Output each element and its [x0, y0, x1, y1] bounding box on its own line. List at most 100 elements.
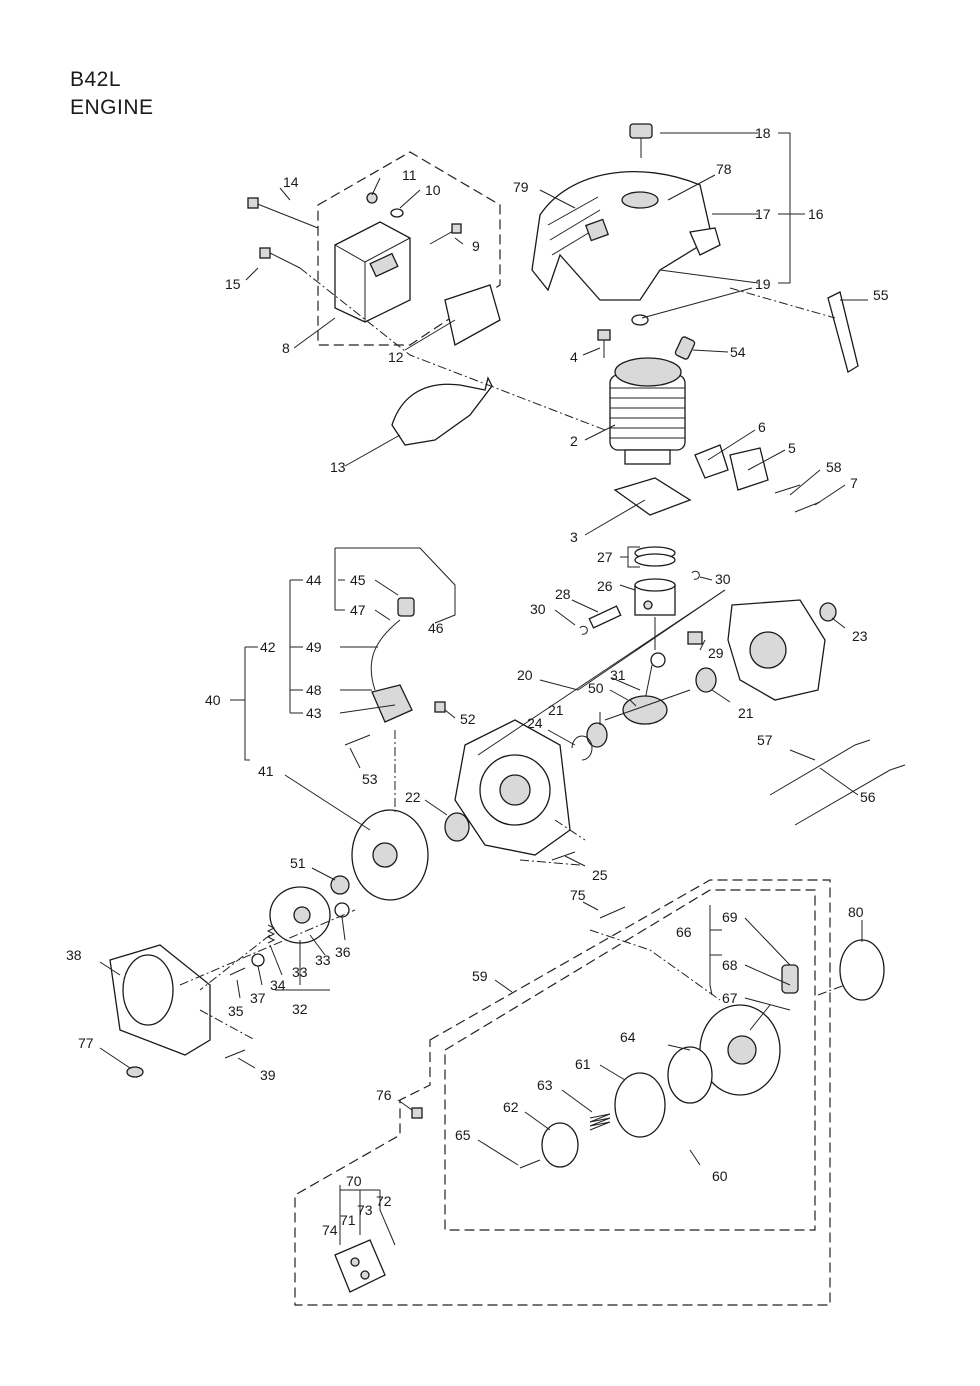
callout-65: 65	[455, 1127, 471, 1143]
needle-bearing-part	[687, 631, 703, 645]
callout-31: 31	[610, 667, 626, 683]
callout-75: 75	[570, 887, 586, 903]
callout-43: 43	[306, 705, 322, 721]
callout-8: 8	[282, 340, 290, 356]
callout-52: 52	[460, 711, 476, 727]
callout-28: 28	[555, 586, 571, 602]
muffler-bolts-part	[247, 192, 462, 269]
recoil-starter-box	[444, 889, 816, 1231]
callout-57: 57	[757, 732, 773, 748]
coil-bolt-part	[344, 734, 371, 746]
starter-handle-part	[781, 964, 799, 994]
callout-46: 46	[428, 620, 444, 636]
callout-27: 27	[597, 549, 613, 565]
spark-plug-part	[674, 336, 696, 360]
diagram-model-title: B42L	[70, 68, 122, 91]
piston-pin-part	[588, 605, 622, 629]
callout-32: 32	[292, 1001, 308, 1017]
diagram-section-title: ENGINE	[70, 96, 154, 119]
callout-51: 51	[290, 855, 306, 871]
stop-wire-part	[769, 739, 871, 796]
callout-12: 12	[388, 349, 404, 365]
callout-16: 16	[808, 206, 824, 222]
callout-9: 9	[472, 238, 480, 254]
callout-21a: 21	[548, 702, 564, 718]
nut-part	[411, 1107, 423, 1119]
crankcase-right-part	[727, 599, 826, 701]
ground-wire-part	[794, 764, 906, 826]
clutch-bolt-part	[229, 967, 246, 976]
callout-6: 6	[758, 419, 766, 435]
callout-53: 53	[362, 771, 378, 787]
callout-80: 80	[848, 904, 864, 920]
callout-76: 76	[376, 1087, 392, 1103]
callout-18: 18	[755, 125, 771, 141]
callout-67: 67	[722, 990, 738, 1006]
callout-33b: 33	[315, 952, 331, 968]
callout-24: 24	[527, 715, 543, 731]
callout-66: 66	[676, 924, 692, 940]
muffler-gasket-part	[444, 284, 501, 346]
callout-45: 45	[350, 572, 366, 588]
callout-42: 42	[260, 639, 276, 655]
callout-35: 35	[228, 1003, 244, 1019]
bracket-part	[827, 291, 859, 373]
callout-68: 68	[722, 957, 738, 973]
callout-64: 64	[620, 1029, 636, 1045]
piston-clip-part-2	[691, 570, 700, 580]
callout-47: 47	[350, 602, 366, 618]
piston-part	[634, 578, 676, 616]
cylinder-part	[609, 357, 686, 465]
callout-33a: 33	[292, 964, 308, 980]
oil-seal-part	[444, 812, 470, 842]
crankcase-left-part	[454, 719, 571, 856]
clutch-spring-part	[266, 924, 276, 944]
ignition-coil-part	[370, 597, 415, 723]
starter-spring-part	[589, 1113, 611, 1131]
starter-screw-part	[519, 1159, 541, 1169]
muffler-group-box	[317, 151, 501, 346]
callout-78: 78	[716, 161, 732, 177]
callout-41: 41	[258, 763, 274, 779]
callout-69: 69	[722, 909, 738, 925]
bearing-part-2	[586, 722, 608, 748]
callout-48: 48	[306, 682, 322, 698]
callout-60: 60	[712, 1168, 728, 1184]
callout-21b: 21	[738, 705, 754, 721]
callout-3: 3	[570, 529, 578, 545]
intake-bolt-part	[794, 501, 821, 513]
leader-lines	[99, 132, 868, 1246]
crankcase-bolt-part	[551, 851, 576, 861]
clutch-housing-part	[109, 944, 211, 1056]
callout-77: 77	[78, 1035, 94, 1051]
callout-79: 79	[513, 179, 529, 195]
callout-40: 40	[205, 692, 221, 708]
callout-71: 71	[340, 1212, 356, 1228]
cylinder-bolt-part	[597, 329, 611, 358]
clutch-washer-part-2	[251, 953, 265, 967]
callout-5: 5	[788, 440, 796, 456]
muffler-part	[334, 221, 411, 323]
starter-bolt-part	[599, 906, 626, 919]
callout-2: 2	[570, 433, 578, 449]
callout-10: 10	[425, 182, 441, 198]
callout-38: 38	[66, 947, 82, 963]
crankshaft-part	[604, 652, 691, 725]
pin-part	[774, 484, 801, 494]
callout-30a: 30	[530, 601, 546, 617]
bearing-part	[695, 667, 717, 693]
callout-55: 55	[873, 287, 889, 303]
callout-56: 56	[860, 789, 876, 805]
callout-29: 29	[708, 645, 724, 661]
callout-4: 4	[570, 349, 578, 365]
callout-11: 11	[402, 167, 417, 183]
callout-labels: 2 3 4 5 6 7 8 9 10 11 12 13 14 15 16 17 …	[66, 125, 889, 1238]
callout-44: 44	[306, 572, 322, 588]
flywheel-part	[351, 809, 429, 901]
callout-72: 72	[376, 1193, 392, 1209]
snap-ring-part	[571, 735, 593, 761]
housing-bolt-part	[224, 1049, 246, 1059]
callout-19: 19	[755, 276, 771, 292]
starter-case-part	[699, 1004, 781, 1096]
starter-pulley-part	[614, 1072, 666, 1138]
